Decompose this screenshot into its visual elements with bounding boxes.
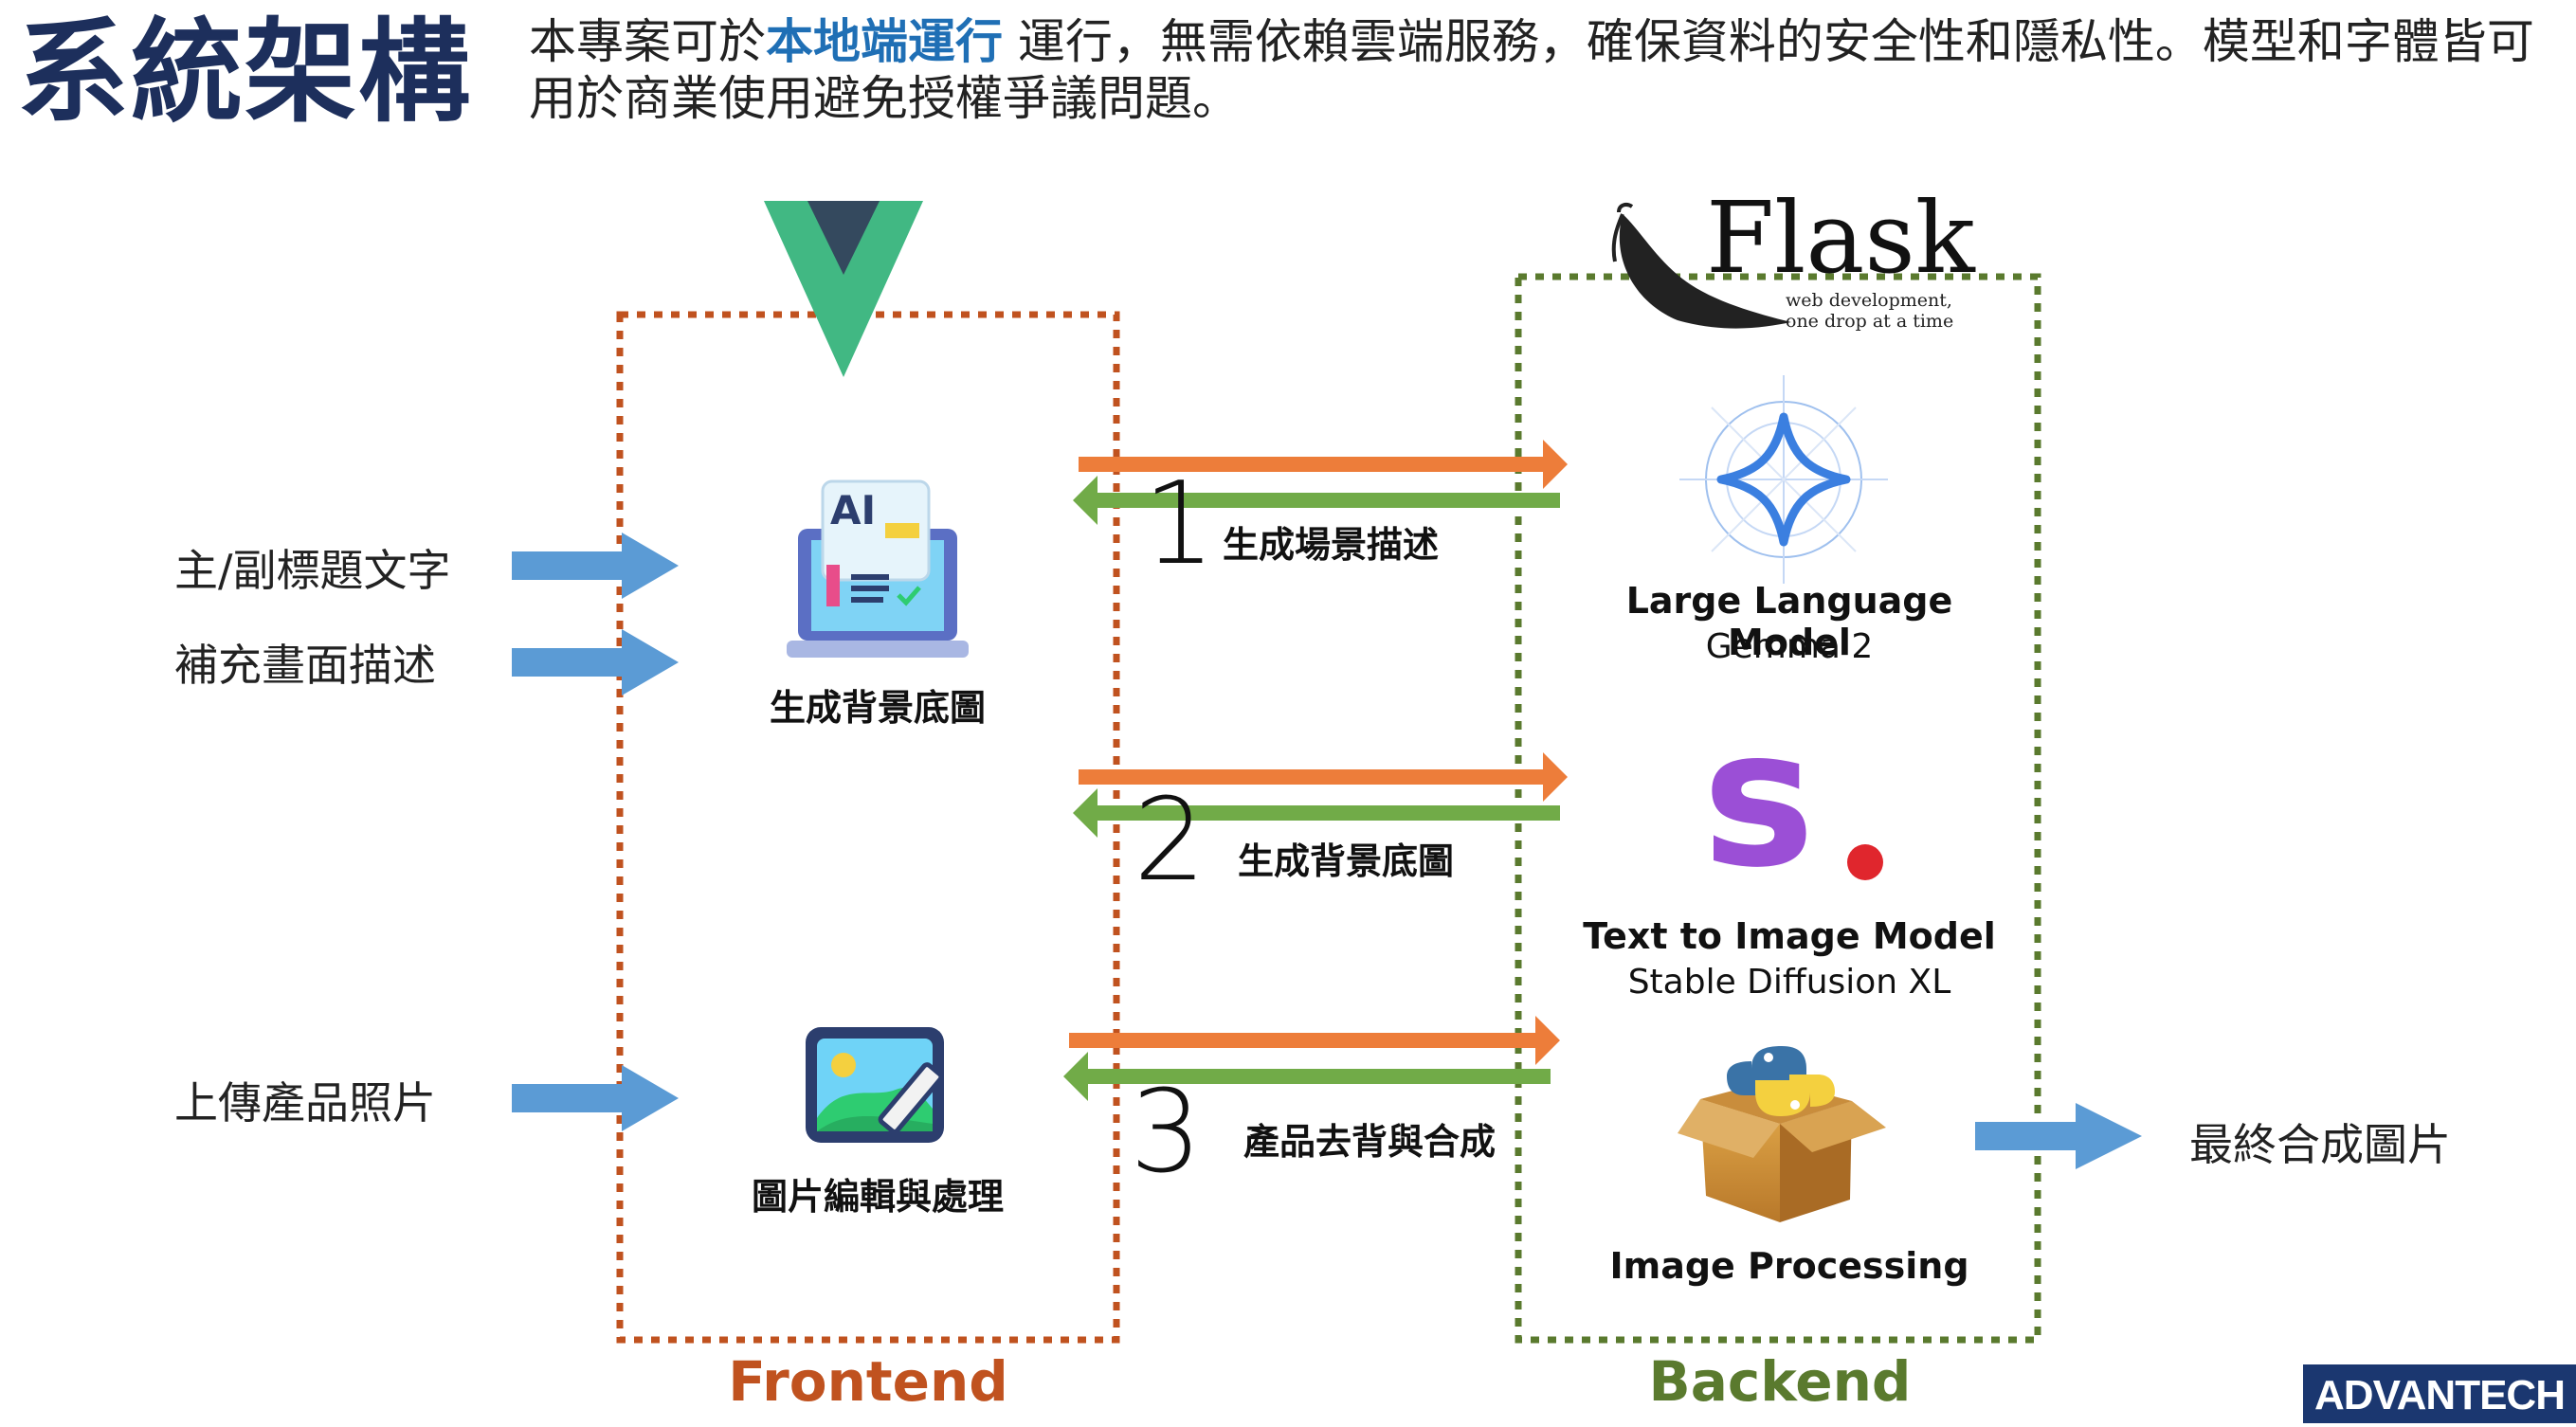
image-edit-icon — [806, 1027, 944, 1143]
page-title: 系統架構 — [17, 7, 473, 137]
step3-response-arrow — [1063, 1052, 1551, 1101]
flask-tagline-1: web development, — [1786, 290, 1952, 311]
input-label-upload: 上傳產品照片 — [174, 1077, 436, 1129]
step2-response-arrow — [1073, 788, 1560, 838]
step1-request-arrow — [1079, 440, 1568, 489]
model-t2i-name: Stable Diffusion XL — [1627, 963, 1951, 1002]
step2-request-arrow — [1079, 752, 1568, 802]
input-label-scene-desc: 補充畫面描述 — [174, 640, 436, 691]
step-label-1: 生成場景描述 — [1223, 524, 1440, 566]
input-label-title-text: 主/副標題文字 — [174, 545, 451, 596]
step-number-3: 3 — [1130, 1067, 1203, 1199]
flask-horn-icon — [1611, 203, 1791, 329]
input-arrow-upload — [512, 1065, 679, 1131]
stability-s-icon: s — [1702, 689, 1816, 910]
ai-badge-label: AI — [830, 487, 877, 533]
step-number-2: 2 — [1134, 775, 1206, 907]
flask-tagline-2: one drop at a time — [1786, 311, 1954, 332]
output-label: 最終合成圖片 — [2189, 1119, 2451, 1170]
output-arrow — [1975, 1103, 2142, 1169]
python-box-icon — [1678, 1046, 1886, 1222]
step-number-1: 1 — [1143, 459, 1216, 590]
model-llm-title: Large Language Model — [1625, 580, 1953, 663]
frontend-box — [616, 311, 1120, 1344]
step-label-2: 生成背景底圖 — [1238, 840, 1455, 882]
model-image-processing-title: Image Processing — [1609, 1245, 1969, 1287]
frontend-module-background: 生成背景底圖 — [769, 687, 986, 729]
desc-after: 運行，無需依賴雲端服務，確保資料的安全性和隱私性。模型和字體皆可用於商業使用避免… — [529, 14, 2534, 126]
input-arrow-title — [512, 533, 679, 599]
backend-label: Backend — [1648, 1349, 1912, 1414]
frontend-module-image-edit: 圖片編輯與處理 — [751, 1176, 1004, 1218]
vue-logo-icon — [764, 201, 923, 377]
step3-request-arrow — [1069, 1016, 1560, 1065]
ai-laptop-icon — [787, 479, 969, 658]
model-llm-name: Gemma 2 — [1705, 627, 1874, 666]
advantech-logo: ADVANTECH — [2303, 1364, 2576, 1423]
desc-highlight: 本地端運行 — [766, 14, 1003, 69]
frontend-label: Frontend — [728, 1349, 1008, 1414]
flask-wordmark: Flask — [1706, 180, 1975, 296]
model-t2i-title: Text to Image Model — [1583, 915, 1996, 957]
stability-dot-icon — [1847, 844, 1883, 880]
input-arrow-desc — [512, 629, 679, 695]
page-description: 本專案可於本地端運行 運行，無需依賴雲端服務，確保資料的安全性和隱私性。模型和字… — [529, 13, 2548, 127]
step-label-3: 產品去背與合成 — [1243, 1121, 1497, 1163]
desc-before: 本專案可於 — [529, 14, 766, 69]
step1-response-arrow — [1073, 476, 1560, 525]
gemma-star-icon — [1679, 375, 1888, 584]
